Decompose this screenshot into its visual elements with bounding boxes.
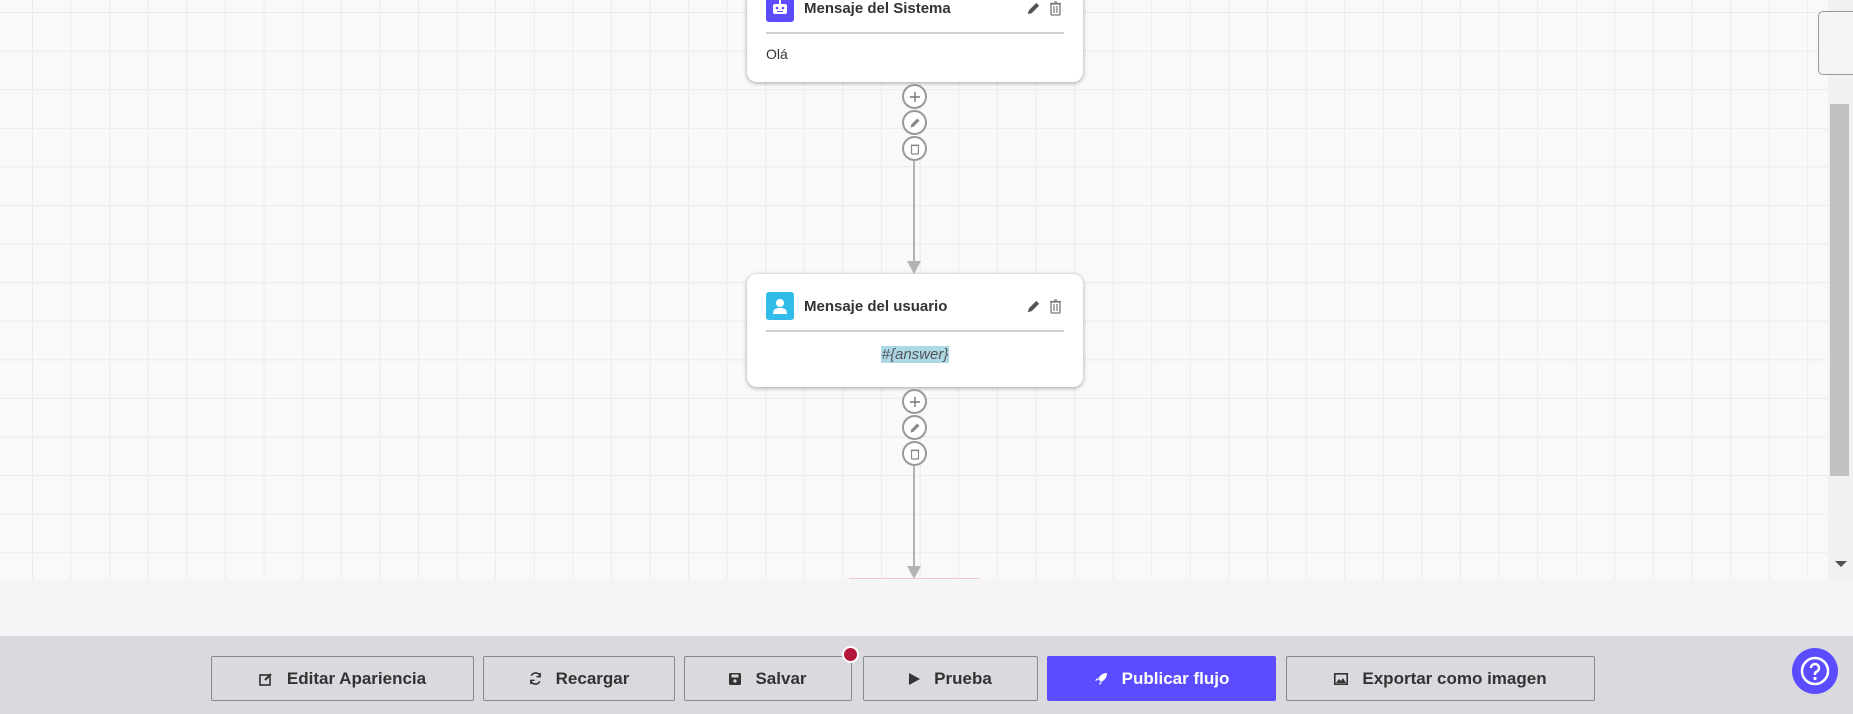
flow-canvas[interactable]: Mensaje del Sistema Olá Mensaje del usua… — [0, 0, 1828, 579]
refresh-icon — [529, 672, 541, 685]
rocket-icon — [1094, 672, 1107, 685]
save-button[interactable]: Salvar — [684, 656, 852, 701]
scroll-down-arrow[interactable] — [1835, 561, 1847, 567]
delete-connection-button[interactable] — [902, 441, 927, 466]
delete-connection-button[interactable] — [902, 136, 927, 161]
delete-node-icon[interactable] — [1046, 0, 1064, 17]
node-user-message[interactable]: Mensaje del usuario #{answer} — [747, 274, 1083, 387]
next-node-edge — [849, 578, 980, 579]
node-system-message[interactable]: Mensaje del Sistema Olá — [747, 0, 1083, 82]
edit-icon — [259, 672, 272, 686]
edit-connection-button[interactable] — [902, 415, 927, 440]
node-title: Mensaje del usuario — [804, 297, 948, 315]
edit-appearance-button[interactable]: Editar Apariencia — [211, 656, 474, 701]
connector-line — [913, 466, 915, 568]
play-icon — [909, 672, 921, 685]
add-node-button[interactable] — [902, 84, 927, 109]
export-image-button[interactable]: Exportar como imagen — [1286, 656, 1595, 701]
test-button[interactable]: Prueba — [863, 656, 1038, 701]
robot-icon — [766, 0, 794, 22]
user-icon — [766, 292, 794, 320]
help-button[interactable] — [1792, 648, 1838, 694]
edit-node-icon[interactable] — [1024, 0, 1042, 17]
add-node-button[interactable] — [902, 389, 927, 414]
edit-node-icon[interactable] — [1024, 297, 1042, 315]
connector-line — [913, 161, 915, 261]
unsaved-changes-dot — [842, 646, 859, 663]
delete-node-icon[interactable] — [1046, 297, 1064, 315]
connector-arrow — [907, 261, 921, 274]
node-title: Mensaje del Sistema — [804, 0, 951, 17]
vertical-scrollbar[interactable] — [1828, 0, 1853, 579]
bottom-toolbar: Editar Apariencia Recargar Salvar Prueba… — [0, 636, 1853, 714]
reload-button[interactable]: Recargar — [483, 656, 675, 701]
save-icon — [729, 672, 742, 685]
connector-arrow — [907, 566, 921, 579]
node-body-variable: #{answer} — [880, 346, 950, 363]
publish-flow-button[interactable]: Publicar flujo — [1047, 656, 1276, 701]
scrollbar-thumb[interactable] — [1830, 104, 1849, 476]
minimap-panel[interactable] — [1818, 11, 1853, 75]
node-body: Olá — [766, 46, 788, 62]
question-icon — [1800, 656, 1830, 686]
edit-connection-button[interactable] — [902, 110, 927, 135]
image-icon — [1334, 672, 1349, 685]
